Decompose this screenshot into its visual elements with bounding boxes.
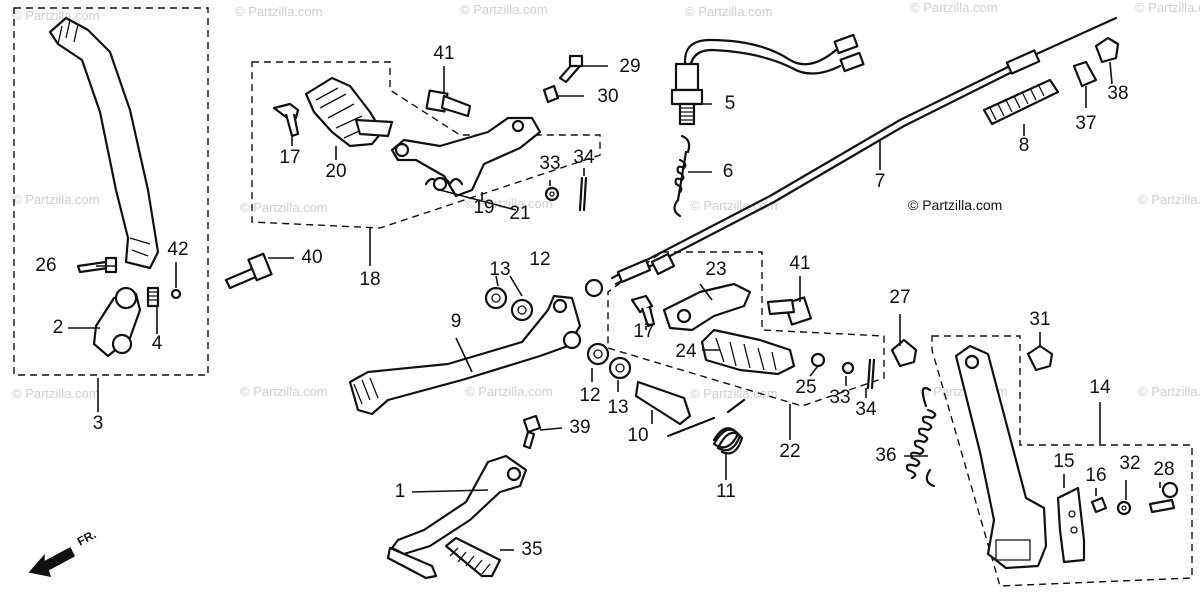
callout-15: 15 — [1053, 451, 1074, 472]
callout-16: 16 — [1085, 465, 1106, 486]
callout-12b: 12 — [579, 385, 600, 406]
callout-12a: 12 — [529, 249, 550, 270]
copyright-text: © Partzilla.com — [908, 197, 1002, 213]
callout-18: 18 — [359, 269, 380, 290]
front-step-assembly — [630, 282, 876, 390]
watermark-text: © Partzilla.com — [910, 0, 998, 15]
callout-11: 11 — [716, 481, 736, 502]
kick-starter-frame — [13, 7, 209, 376]
bolt-39 — [522, 414, 542, 450]
callout-33b: 33 — [829, 387, 850, 408]
callout-4: 4 — [152, 333, 163, 354]
brake-rod-7 — [584, 16, 1120, 298]
callout-20: 20 — [325, 161, 346, 182]
rear-step-assembly — [272, 76, 588, 212]
callout-13b: 13 — [607, 397, 628, 418]
bolt-27-nut-31 — [890, 338, 1054, 372]
watermark-text: © Partzilla.com — [240, 200, 328, 215]
callout-25: 25 — [795, 377, 816, 398]
callout-33a: 33 — [539, 153, 560, 174]
watermark-text: © Partzilla.com — [235, 4, 323, 19]
brake-spring-8 — [982, 78, 1060, 126]
callout-34b: 34 — [855, 399, 877, 420]
front-direction-label: FR. — [75, 527, 99, 548]
watermark-text: © Partzilla.com — [12, 8, 100, 23]
brake-pedal-9 — [348, 286, 632, 416]
callout-35: 35 — [521, 539, 542, 560]
callout-31: 31 — [1029, 309, 1050, 330]
callout-26: 26 — [35, 255, 56, 276]
callout-27: 27 — [889, 287, 910, 308]
watermark-text: © Partzilla.com — [240, 384, 328, 399]
watermark-text: © Partzilla.com — [465, 196, 553, 211]
callout-39: 39 — [569, 417, 590, 438]
leader-lines — [68, 61, 1161, 551]
callout-13a: 13 — [489, 259, 510, 280]
callout-5: 5 — [725, 93, 736, 114]
callout-19: 19 — [473, 197, 494, 218]
callout-36: 36 — [875, 445, 896, 466]
watermark-text: © Partzilla.com — [690, 198, 778, 213]
callout-numbers: 1 2 3 4 5 6 7 8 9 10 11 12 12 13 13 14 1… — [35, 43, 1174, 560]
rear-step-frame — [251, 61, 601, 229]
callout-34a: 34 — [573, 147, 595, 168]
side-stand-frame — [931, 335, 1193, 587]
callout-3: 3 — [93, 413, 104, 434]
shift-lever-1 — [386, 454, 528, 580]
switch-spring-6 — [673, 134, 691, 218]
callout-17b: 17 — [633, 321, 654, 342]
callout-14: 14 — [1089, 377, 1111, 398]
side-stand-14 — [905, 344, 1179, 570]
watermark-text: © Partzilla.com — [465, 384, 553, 399]
callout-30: 30 — [597, 86, 618, 107]
watermark-layer: © Partzilla.com © Partzilla.com © Partzi… — [12, 0, 1200, 401]
watermark-text: © Partzilla.com — [690, 386, 778, 401]
callout-41a: 41 — [433, 43, 454, 64]
callout-7: 7 — [875, 171, 886, 192]
bolt-29-nut-30 — [542, 54, 584, 104]
callout-41b: 41 — [789, 253, 810, 274]
callout-23: 23 — [705, 259, 726, 280]
watermark-text: © Partzilla.com — [12, 386, 100, 401]
callout-32: 32 — [1119, 453, 1140, 474]
callout-29: 29 — [619, 56, 640, 77]
callout-22: 22 — [779, 441, 800, 462]
callout-40: 40 — [301, 247, 322, 268]
callout-37: 37 — [1075, 113, 1096, 134]
callout-1: 1 — [395, 481, 406, 502]
callout-6: 6 — [723, 161, 734, 182]
callout-10: 10 — [627, 425, 648, 446]
pivot-10-spring-11 — [634, 380, 746, 455]
stop-switch-5 — [670, 33, 865, 126]
callout-2: 2 — [53, 317, 64, 338]
callout-17a: 17 — [279, 147, 300, 168]
watermark-text: © Partzilla.com — [1135, 0, 1200, 15]
watermark-text: © Partzilla.com — [460, 2, 548, 17]
callout-21: 21 — [509, 203, 530, 224]
watermark-text: © Partzilla.com — [12, 192, 100, 207]
bolt-40 — [224, 252, 273, 290]
callout-9: 9 — [451, 311, 462, 332]
watermark-text: © Partzilla.com — [1138, 384, 1200, 399]
watermark-text: © Partzilla.com — [685, 4, 773, 19]
callout-8: 8 — [1019, 135, 1030, 156]
front-direction-arrow: FR. — [28, 527, 99, 577]
callout-42: 42 — [167, 239, 188, 260]
watermark-text: © Partzilla.com — [1138, 192, 1200, 207]
callout-28: 28 — [1153, 459, 1174, 480]
kick-starter-arm — [48, 16, 182, 358]
front-step-frame — [607, 251, 885, 407]
callout-24: 24 — [675, 341, 697, 362]
callout-38: 38 — [1107, 83, 1128, 104]
